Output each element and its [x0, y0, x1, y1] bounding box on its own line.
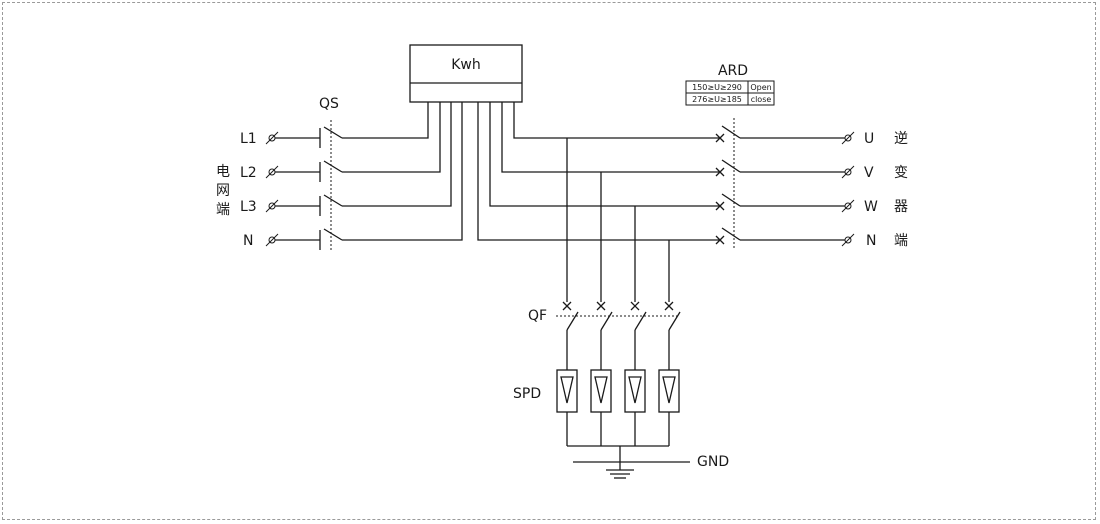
- kwh-meter-label: Kwh: [451, 57, 481, 73]
- ground-bus: [566, 412, 690, 463]
- meter-output-wires: [477, 102, 720, 241]
- grid-wires: [275, 137, 320, 241]
- phase-label-v: V: [864, 165, 874, 181]
- grid-caption-char-1: 电: [216, 164, 230, 180]
- spd-taps: [566, 138, 670, 302]
- qs-switch: [319, 120, 343, 250]
- phase-label-w: W: [864, 199, 878, 215]
- phase-label-u: U: [864, 131, 874, 147]
- phase-label-n: N: [243, 233, 253, 249]
- phase-label-n-out: N: [866, 233, 876, 249]
- meter-input-wires: [342, 102, 463, 241]
- kwh-meter: Kwh: [409, 44, 523, 103]
- ard-row-1-action: Open: [750, 83, 771, 92]
- qs-label: QS: [319, 96, 339, 112]
- spd-devices: [556, 369, 680, 413]
- grid-side-caption: 电 网 端: [216, 164, 230, 218]
- ard-row-2-range: 276≥U≥185: [692, 95, 742, 104]
- ard-contactor: [715, 118, 845, 250]
- ard-row-2-action: close: [751, 95, 772, 104]
- inverter-caption-char-4: 端: [894, 233, 908, 249]
- ard-table: 150≥U≥290 Open 276≥U≥185 close: [685, 80, 775, 106]
- grid-caption-char-2: 网: [216, 183, 230, 199]
- phase-label-l3: L3: [240, 199, 257, 215]
- spd-label: SPD: [513, 386, 541, 402]
- ground-symbol: [606, 462, 634, 479]
- qf-label: QF: [528, 308, 547, 324]
- ard-row-1-range: 150≥U≥290: [692, 83, 742, 92]
- inverter-caption-char-2: 变: [894, 165, 908, 181]
- qf-breaker: [556, 301, 681, 370]
- inverter-terminals: [841, 131, 855, 247]
- phase-label-l1: L1: [240, 131, 257, 147]
- inverter-caption-char-3: 器: [894, 199, 908, 215]
- gnd-label: GND: [697, 454, 729, 470]
- phase-label-l2: L2: [240, 165, 257, 181]
- ard-label: ARD: [718, 63, 748, 79]
- inverter-caption-char-1: 逆: [894, 131, 908, 147]
- grid-terminals: [265, 131, 279, 247]
- inverter-side-caption: 逆 变 器 端: [894, 131, 908, 249]
- grid-caption-char-3: 端: [216, 202, 230, 218]
